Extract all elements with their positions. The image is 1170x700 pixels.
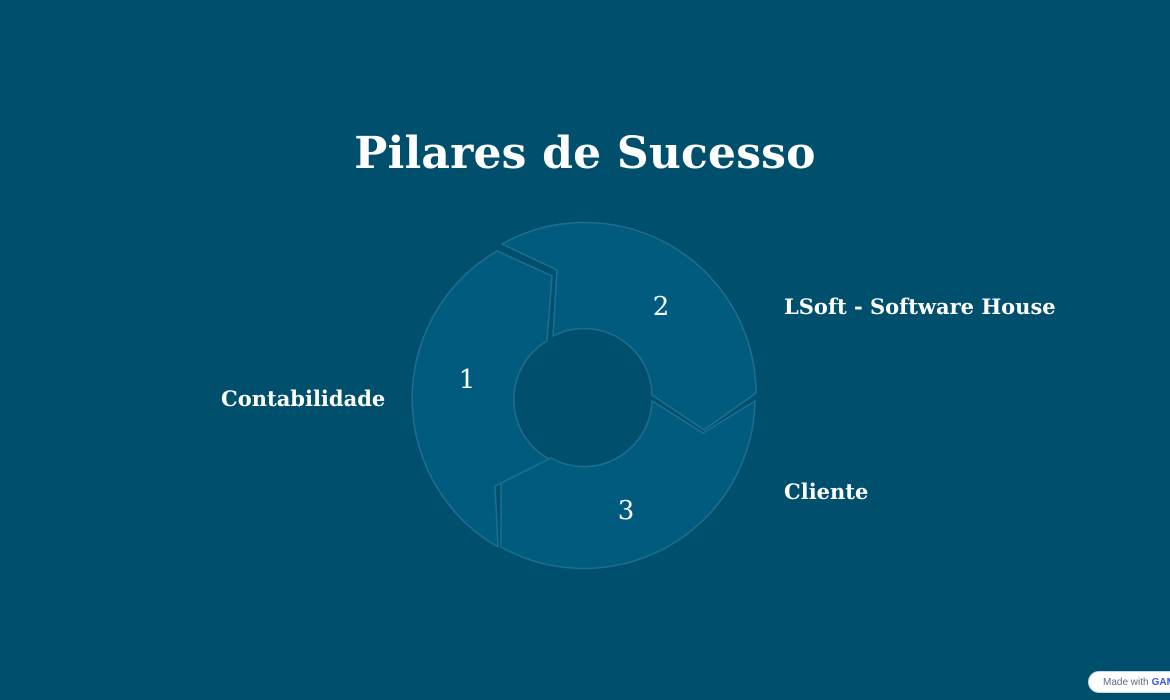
pillar-2-label: LSoft - Software House <box>784 294 1056 319</box>
badge-prefix: Made with <box>1103 677 1149 688</box>
pillar-3-label: Cliente <box>784 479 869 504</box>
pillar-1-number: 1 <box>458 365 476 395</box>
pillar-2-number: 2 <box>652 292 670 322</box>
pillar-3-number: 3 <box>617 496 635 526</box>
cycle-segment-3 <box>500 399 756 570</box>
cycle-segment-2 <box>500 221 757 431</box>
badge-brand: GAMMA <box>1151 677 1170 688</box>
cycle-segment-1 <box>411 250 553 549</box>
page-title: Pilares de Sucesso <box>354 128 816 179</box>
pillar-1-label: Contabilidade <box>221 386 386 411</box>
made-with-badge[interactable]: Made withGAMMA <box>1088 671 1170 693</box>
